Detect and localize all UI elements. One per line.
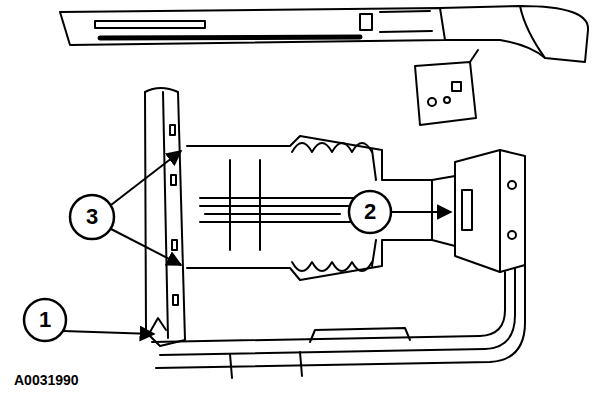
callout-number: 2: [364, 201, 376, 223]
callout-number: 3: [86, 206, 98, 228]
callout-number: 1: [39, 309, 51, 331]
figure-id: A0031990: [14, 373, 79, 387]
